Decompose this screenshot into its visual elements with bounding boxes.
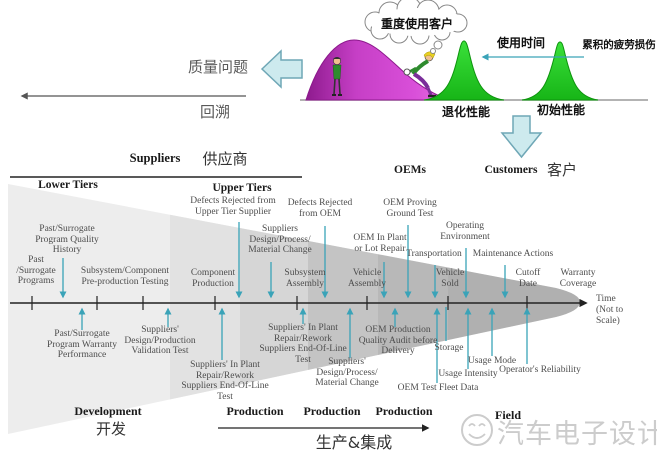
label-maintenance-actions: Maintenance Actions <box>472 249 554 259</box>
label-suppliers-design-change-below: Suppliers' Design/Process/ Material Chan… <box>315 357 379 389</box>
accumulated-fatigue-label: 累积的疲劳损伤 <box>582 39 656 51</box>
header-suppliers: Suppliers <box>129 151 181 165</box>
label-warranty-coverage: Warranty Coverage <box>559 268 597 289</box>
header-customers: Customers <box>484 164 538 176</box>
label-suppliers-design-change-above: Suppliers Design/Process/ Material Chang… <box>248 224 312 256</box>
section-down-block-arrow-icon <box>500 115 543 159</box>
phase-field: Field <box>495 408 521 422</box>
label-vehicle-sold: Vehicle Sold <box>435 268 465 289</box>
label-design-validation: Suppliers' Design/Production Validation … <box>124 325 196 357</box>
label-oem-in-plant: OEM In Plant or Lot Repair <box>353 233 407 254</box>
phase-production-integration-cn: 生产&集成 <box>315 433 393 450</box>
degraded-performance-label: 退化性能 <box>441 105 491 119</box>
label-in-plant-1: Suppliers' In Plant Repair/Rework Suppli… <box>181 360 269 402</box>
label-warranty-performance: Past/Surrogate Program Warranty Performa… <box>46 329 118 361</box>
label-component-production: Component Production <box>190 268 236 289</box>
label-oem-proving: OEM Proving Ground Test <box>383 198 437 219</box>
initial-performance-label: 初始性能 <box>536 103 586 117</box>
initial-performance-peak <box>521 41 599 101</box>
mountain-shape <box>305 39 451 101</box>
header-upper-tiers: Upper Tiers <box>212 182 272 194</box>
label-cutoff-date: Cutoff Date <box>515 268 541 289</box>
phase-production-3: Production <box>375 404 433 418</box>
trace-back-label: 回溯 <box>199 103 231 121</box>
event-arrows-below <box>78 307 531 383</box>
label-vehicle-assembly: Vehicle Assembly <box>348 268 386 289</box>
timeline-axis <box>10 296 588 310</box>
label-transportation: Transportation <box>406 249 462 259</box>
watermark-text: 汽车电子设计 <box>497 419 657 450</box>
label-operators-reliability: Operator's Reliability <box>499 365 581 375</box>
label-usage-mode: Usage Mode <box>467 356 517 366</box>
label-oem-test-fleet: OEM Test Fleet Data <box>397 383 479 393</box>
label-oem-quality-audit: OEM Production Quality Audit before Deli… <box>358 325 438 357</box>
label-subsystem-preproduction: Subsystem/Component Pre-production Testi… <box>80 266 170 287</box>
header-suppliers-cn: 供应商 <box>202 150 248 168</box>
label-past-programs: Past /Surrogate Programs <box>16 255 56 287</box>
degraded-performance-peak <box>423 40 505 101</box>
quality-issue-block-arrow-icon <box>260 49 303 89</box>
quality-issue-label: 质量问题 <box>187 58 249 76</box>
header-lower-tiers: Lower Tiers <box>38 179 98 191</box>
phase-development-cn: 开发 <box>95 420 127 438</box>
phase-development: Development <box>74 404 142 418</box>
usage-time-label: 使用时间 <box>496 36 546 50</box>
label-time-note: Time (Not to Scale) <box>596 294 624 326</box>
label-storage: Storage <box>434 343 464 353</box>
header-customers-cn: 客户 <box>546 161 578 179</box>
event-arrows-above <box>59 222 509 299</box>
header-oems: OEMs <box>394 164 426 176</box>
person-standing-icon <box>332 57 342 96</box>
thought-cloud-icon <box>364 0 468 54</box>
label-subsystem-assembly: Subsystem Assembly <box>284 268 326 289</box>
heavy-user-cloud-label: 重度使用客户 <box>380 17 454 31</box>
label-in-plant-2: Suppliers' In Plant Repair/Rework Suppli… <box>259 323 347 365</box>
label-usage-intensity: Usage Intensity <box>438 369 498 379</box>
phase-production-1: Production <box>226 404 284 418</box>
label-operating-environment: Operating Environment <box>440 221 490 242</box>
phase-production-2: Production <box>303 404 361 418</box>
label-defects-upper-tier: Defects Rejected from Upper Tier Supplie… <box>190 196 276 217</box>
label-program-quality-history: Past/Surrogate Program Quality History <box>35 224 99 256</box>
person-inspecting-icon <box>403 51 436 98</box>
label-defects-oem: Defects Rejected from OEM <box>287 198 353 219</box>
watermark-logo-icon <box>461 414 493 446</box>
